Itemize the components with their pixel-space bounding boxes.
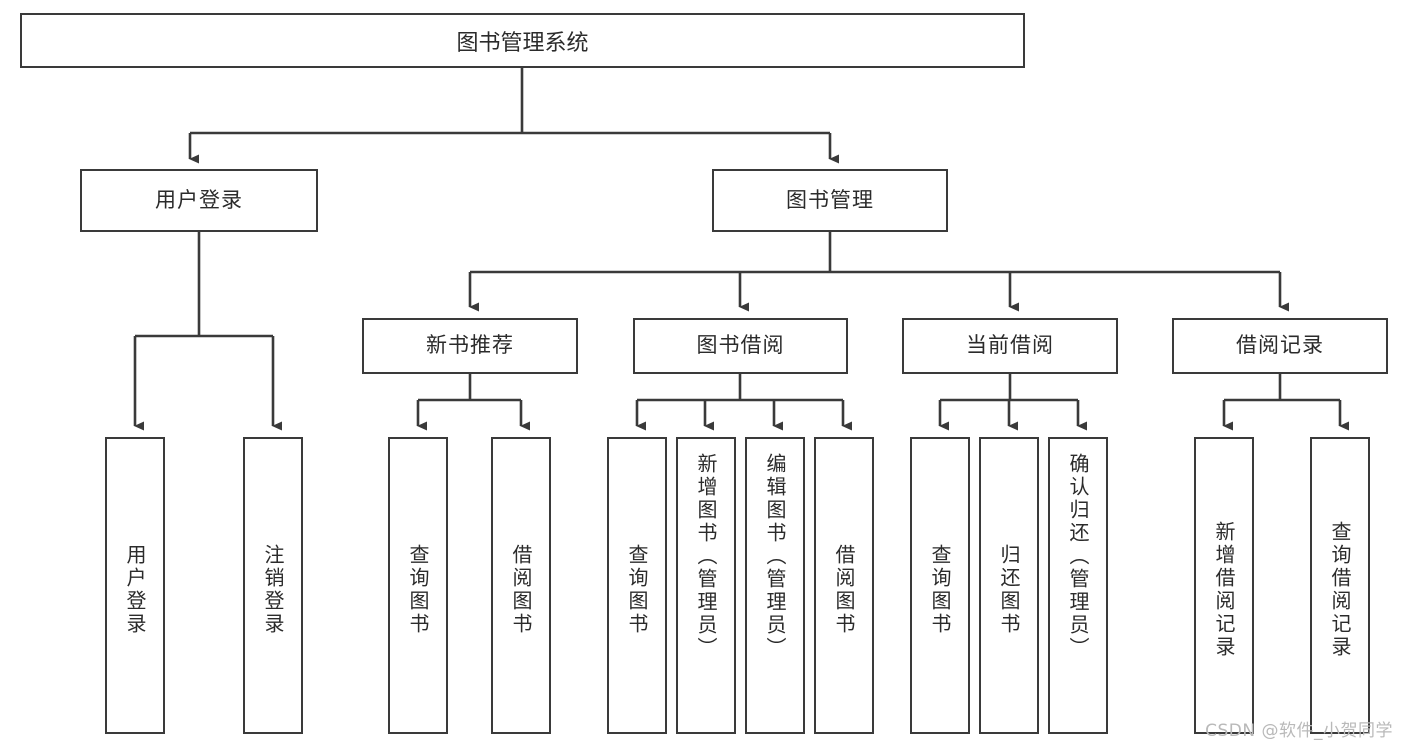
csdn-watermark: CSDN @软件_小贺同学 xyxy=(1205,721,1393,741)
leaf-current-borrow-query-book[interactable]: 查询图书 xyxy=(910,437,970,734)
node-label: 借阅图书 xyxy=(832,543,856,636)
leaf-user-login-logout[interactable]: 注销登录 xyxy=(243,437,303,734)
node-label: 图书管理 xyxy=(786,187,874,212)
node-label: 确认归还（管理员） xyxy=(1066,453,1090,660)
leaf-user-login-login[interactable]: 用户登录 xyxy=(105,437,165,734)
node-user-login[interactable]: 用户登录 xyxy=(80,169,318,232)
leaf-borrow-record-query-record[interactable]: 查询借阅记录 xyxy=(1310,437,1370,734)
leaf-book-borrow-edit-book-admin[interactable]: 编辑图书（管理员） xyxy=(745,437,805,734)
node-label: 用户登录 xyxy=(123,543,147,636)
node-label: 查询图书 xyxy=(406,543,430,636)
node-label: 用户登录 xyxy=(155,187,243,212)
node-label: 当前借阅 xyxy=(966,333,1054,358)
node-borrow-record[interactable]: 借阅记录 xyxy=(1172,318,1388,374)
leaf-book-borrow-query-book[interactable]: 查询图书 xyxy=(607,437,667,734)
leaf-book-borrow-borrow-book[interactable]: 借阅图书 xyxy=(814,437,874,734)
node-label: 新增借阅记录 xyxy=(1212,520,1236,659)
node-book-management[interactable]: 图书管理 xyxy=(712,169,948,232)
node-label: 新增图书（管理员） xyxy=(694,453,718,660)
node-label: 查询借阅记录 xyxy=(1328,520,1352,659)
node-label: 借阅记录 xyxy=(1236,333,1324,358)
node-new-book-recommend[interactable]: 新书推荐 xyxy=(362,318,578,374)
leaf-borrow-record-add-record[interactable]: 新增借阅记录 xyxy=(1194,437,1254,734)
leaf-new-book-query-book[interactable]: 查询图书 xyxy=(388,437,448,734)
node-label: 查询图书 xyxy=(928,543,952,636)
leaf-book-borrow-add-book-admin[interactable]: 新增图书（管理员） xyxy=(676,437,736,734)
node-label: 编辑图书（管理员） xyxy=(763,453,787,660)
node-label: 新书推荐 xyxy=(426,333,514,358)
leaf-current-borrow-confirm-return-admin[interactable]: 确认归还（管理员） xyxy=(1048,437,1108,734)
node-label: 图书管理系统 xyxy=(456,30,589,56)
node-label: 归还图书 xyxy=(997,543,1021,636)
node-book-borrow[interactable]: 图书借阅 xyxy=(633,318,848,374)
leaf-current-borrow-return-book[interactable]: 归还图书 xyxy=(979,437,1039,734)
node-current-borrow[interactable]: 当前借阅 xyxy=(902,318,1118,374)
node-label: 借阅图书 xyxy=(509,543,533,636)
node-label: 图书借阅 xyxy=(696,333,785,358)
node-label: 注销登录 xyxy=(261,543,285,636)
node-label: 查询图书 xyxy=(625,543,649,636)
leaf-new-book-borrow-book[interactable]: 借阅图书 xyxy=(491,437,551,734)
node-root-book-management-system[interactable]: 图书管理系统 xyxy=(20,13,1025,68)
